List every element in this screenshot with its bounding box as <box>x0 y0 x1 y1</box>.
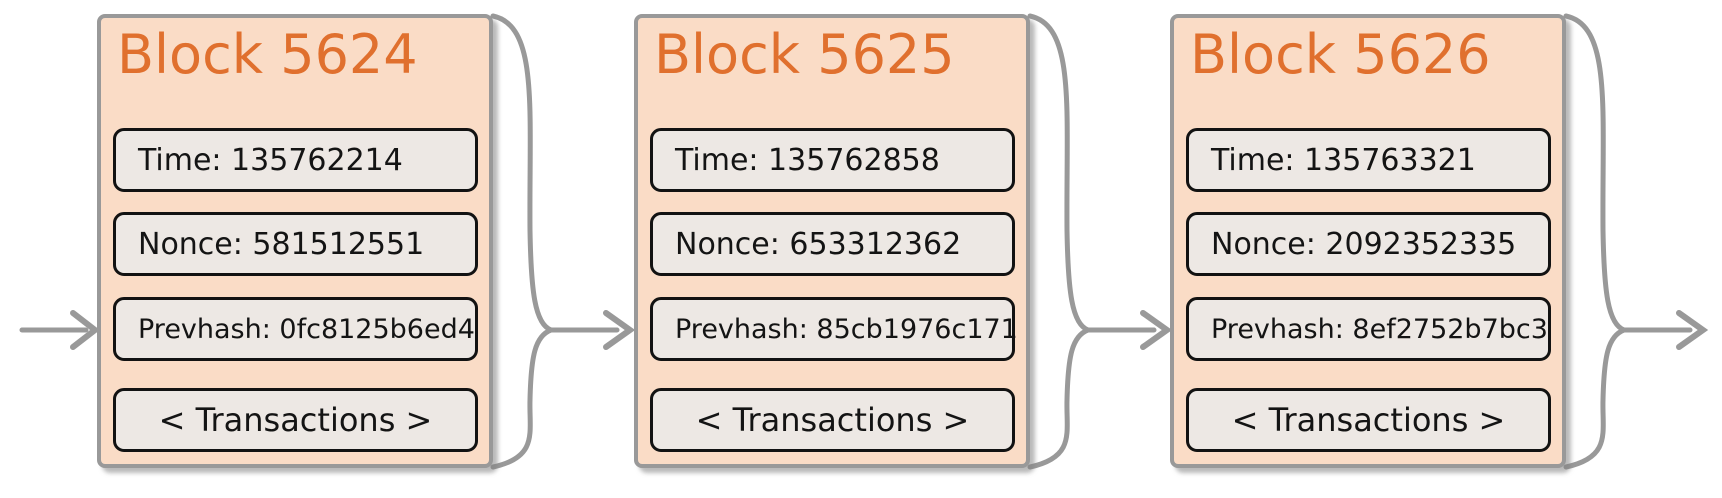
block-5625: Block 5625 Time: 135762858 Nonce: 653312… <box>634 14 1030 468</box>
arrow-right-icon <box>19 310 100 350</box>
prevhash-text: Prevhash: 8ef2752b7bc3 <box>1211 313 1548 345</box>
brace-merge-arrow-icon <box>1563 13 1709 470</box>
transactions-text: < Transactions > <box>695 401 970 439</box>
nonce-field: Nonce: 653312362 <box>650 212 1015 276</box>
brace-merge-arrow-icon <box>490 13 636 470</box>
prevhash-field: Prevhash: 0fc8125b6ed4 <box>113 297 478 361</box>
time-field: Time: 135762214 <box>113 128 478 192</box>
nonce-field: Nonce: 581512551 <box>113 212 478 276</box>
prevhash-text: Prevhash: 85cb1976c171 <box>675 313 1018 345</box>
transactions-text: < Transactions > <box>158 401 433 439</box>
block-title: Block 5626 <box>1190 23 1491 86</box>
time-field: Time: 135762858 <box>650 128 1015 192</box>
nonce-field: Nonce: 2092352335 <box>1186 212 1551 276</box>
time-text: Time: 135762214 <box>138 142 403 178</box>
transactions-box: < Transactions > <box>1186 388 1551 452</box>
time-text: Time: 135762858 <box>675 142 940 178</box>
prevhash-text: Prevhash: 0fc8125b6ed4 <box>138 313 475 345</box>
block-5626: Block 5626 Time: 135763321 Nonce: 209235… <box>1170 14 1566 468</box>
block-title: Block 5624 <box>117 23 418 86</box>
time-field: Time: 135763321 <box>1186 128 1551 192</box>
block-title: Block 5625 <box>654 23 955 86</box>
prevhash-field: Prevhash: 85cb1976c171 <box>650 297 1018 361</box>
nonce-text: Nonce: 653312362 <box>675 226 962 262</box>
nonce-text: Nonce: 581512551 <box>138 226 425 262</box>
nonce-text: Nonce: 2092352335 <box>1211 226 1517 262</box>
transactions-box: < Transactions > <box>650 388 1015 452</box>
time-text: Time: 135763321 <box>1211 142 1476 178</box>
brace-merge-arrow-icon <box>1027 13 1173 470</box>
block-5624: Block 5624 Time: 135762214 Nonce: 581512… <box>97 14 493 468</box>
prevhash-field: Prevhash: 8ef2752b7bc3 <box>1186 297 1551 361</box>
transactions-text: < Transactions > <box>1231 401 1506 439</box>
transactions-box: < Transactions > <box>113 388 478 452</box>
